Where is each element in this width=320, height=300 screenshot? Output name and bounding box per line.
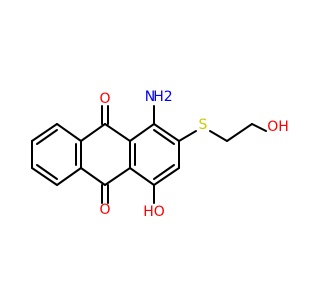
- atom-o-bottom: O: [99, 202, 110, 218]
- atom-n-label: N: [145, 89, 155, 105]
- bond-right-ring-double-2: [153, 129, 175, 145]
- bond-left-ring-3: [31, 167, 58, 186]
- bond-right-ring-double-3: [153, 164, 175, 180]
- bond-right-ring-1: [129, 123, 155, 142]
- atom-s: S: [199, 117, 208, 133]
- bond-left-ring-double-1: [36, 129, 58, 145]
- bond-mid-ring-5: [80, 167, 106, 186]
- bond-right-ring-2: [153, 123, 180, 142]
- bond-thioether: [178, 130, 197, 142]
- atom-h2-label: H2: [153, 89, 172, 105]
- atom-o-top: O: [99, 91, 110, 107]
- atom-nh2: N H2: [145, 89, 173, 105]
- bond-left-ring-double-2: [36, 164, 58, 180]
- bond-mid-ring-4: [104, 167, 131, 186]
- bond-left-ring-4: [56, 167, 82, 186]
- bond-left-ring-1: [31, 123, 58, 142]
- atom-oh-right: OH: [267, 119, 289, 135]
- bond-ch2-oh: [251, 123, 267, 132]
- bond-ch2-ch2: [226, 123, 253, 142]
- bond-mid-ring-2: [104, 123, 131, 142]
- bond-s-ch2: [209, 130, 228, 142]
- bond-right-ring-4: [153, 167, 180, 186]
- molecule-structure-diagram: O O N H2 S OH HO: [31, 89, 289, 220]
- bond-right-ring-5: [129, 167, 155, 186]
- bond-mid-ring-1: [80, 123, 106, 142]
- bond-left-ring-6: [56, 123, 82, 142]
- atom-ho-bottom: HO: [143, 204, 165, 220]
